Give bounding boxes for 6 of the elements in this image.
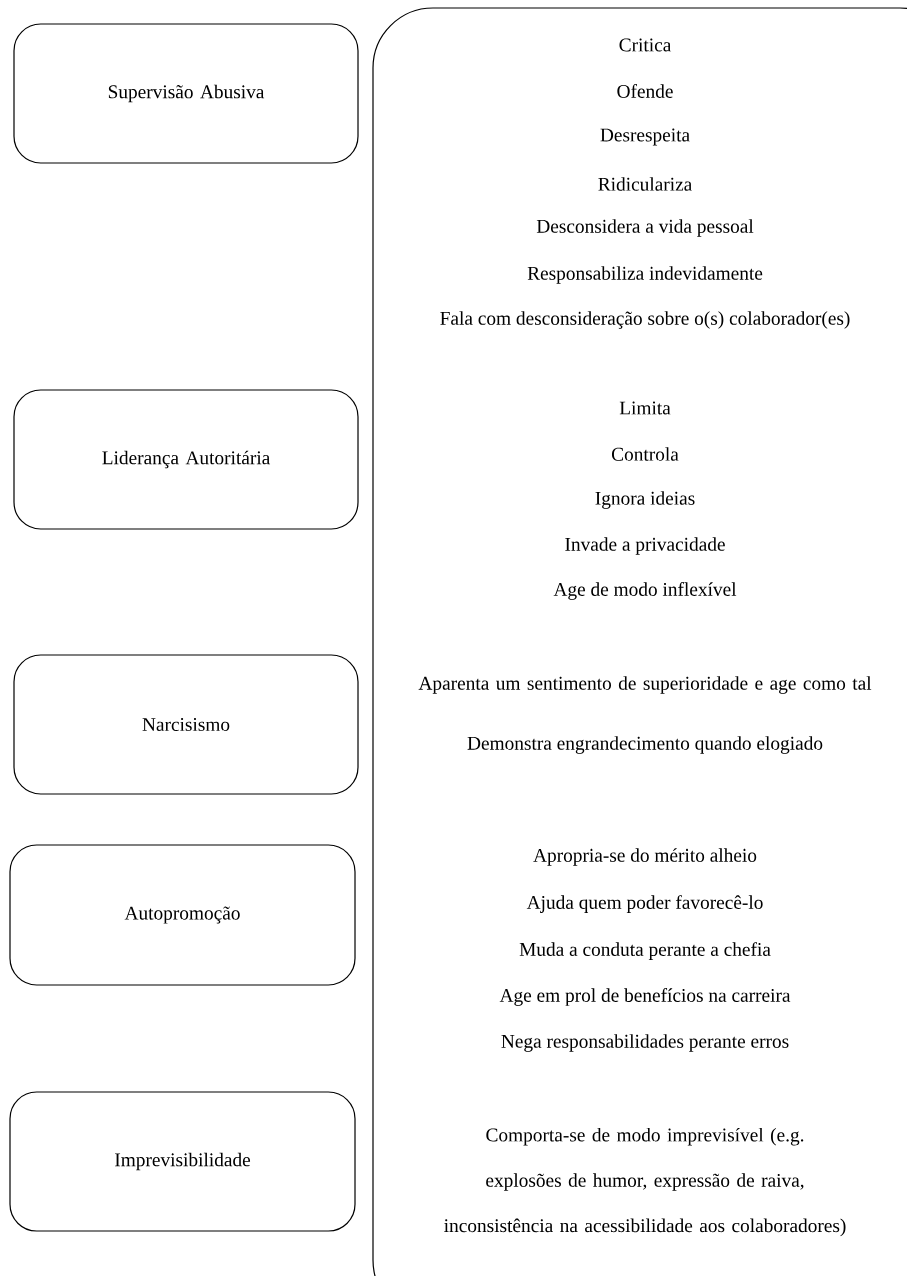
- category-box: Narcisismo: [13, 654, 359, 795]
- category-box: Supervisão Abusiva: [13, 23, 359, 164]
- category-box: Autopromoção: [9, 844, 356, 986]
- category-box: Liderança Autoritária: [13, 389, 359, 530]
- category-box: Imprevisibilidade: [9, 1091, 356, 1232]
- behaviour-list-box: Critica Ofende Desrespeita Ridiculariza Desconsidera a vida pessoal Responsabiliza indevidamente Fala com desconsideração sobre o(s) colaborador(es) Limita Controla Ignora ideias Invade a privacidade Age de modo inflexível Aparenta um sentimento de superioridade e age como tal Demonstra engrandecimento quando elogiado Apropria-se do mérito alheio Ajuda quem poder favorecê-lo Muda a conduta perante a chefia Age em prol de benefícios na carreira Nega responsabilidades perante erros Comporta-se de modo imprevisível (e.g. explosões de humor, expressão de raiva, inconsistência na acessibilidade aos colaboradores): [372, 7, 907, 1276]
